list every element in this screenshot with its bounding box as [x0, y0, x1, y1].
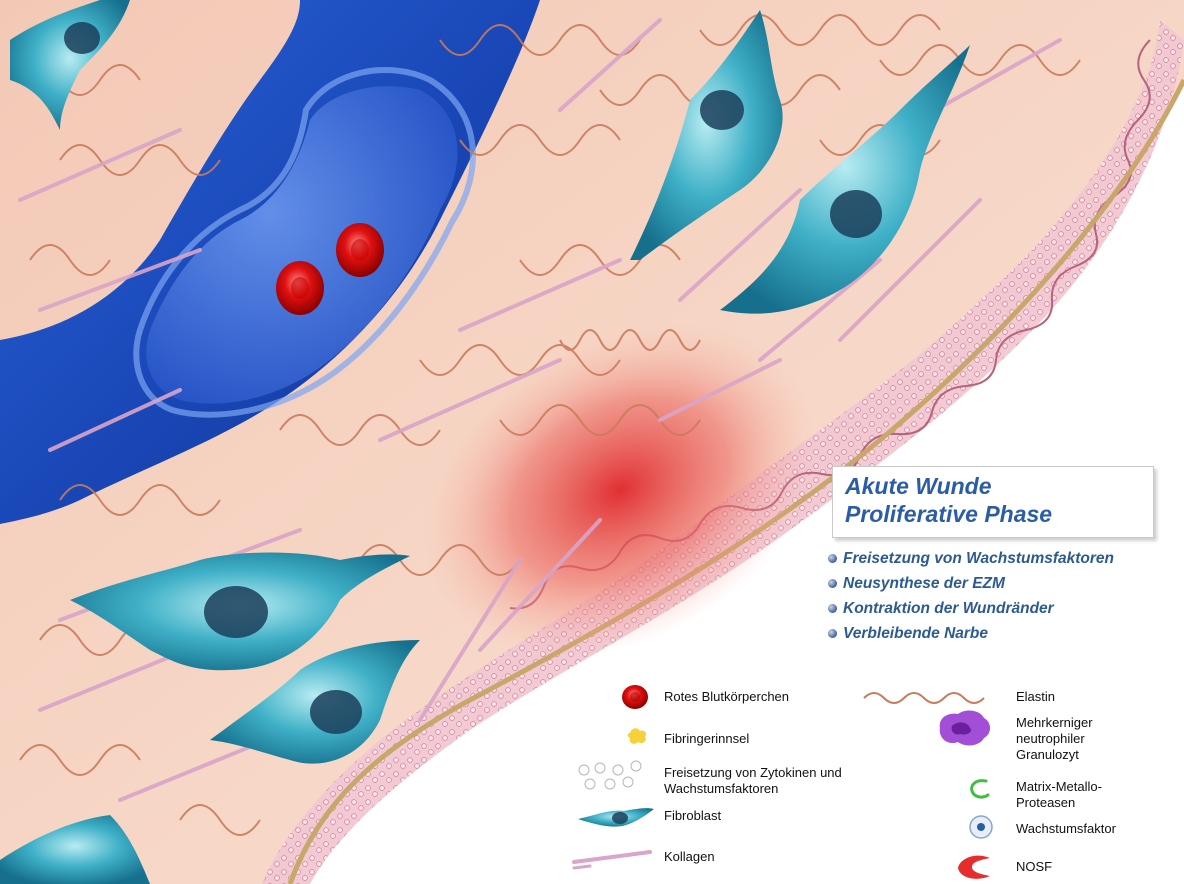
- bullet-text: Verbleibende Narbe: [843, 625, 988, 643]
- title-line-2: Proliferative Phase: [845, 501, 1052, 528]
- bullet-dot-icon: [828, 629, 837, 638]
- bullet-item: Freisetzung von Wachstumsfaktoren: [828, 546, 1180, 571]
- neutrophil-icon: [934, 708, 994, 748]
- growth-factor-icon: [968, 814, 994, 840]
- title-box: Akute Wunde Proliferative Phase: [832, 466, 1154, 538]
- fibroblast-icon: [576, 803, 656, 833]
- mmp-icon: [966, 777, 994, 801]
- legend-label-red-blood-cell: Rotes Blutkörperchen: [664, 689, 789, 705]
- legend-label-growth-factor: Wachstumsfaktor: [1016, 821, 1116, 837]
- bullet-item: Neusynthese der EZM: [828, 571, 1180, 596]
- legend-label-nosf: NOSF: [1016, 859, 1052, 875]
- legend-label-cytokine-release: Freisetzung von Zytokinen und Wachstumsf…: [664, 765, 842, 797]
- title-line-1: Akute Wunde: [845, 473, 992, 500]
- fibrin-clot-icon: [626, 725, 650, 747]
- bullet-text: Kontraktion der Wundränder: [843, 600, 1054, 618]
- bullet-text: Neusynthese der EZM: [843, 575, 1005, 593]
- bullet-item: Verbleibende Narbe: [828, 621, 1180, 646]
- red-blood-cell-icon: [620, 683, 650, 711]
- elastin-icon: [862, 688, 992, 708]
- legend-label-fibroblast: Fibroblast: [664, 808, 721, 824]
- bullet-dot-icon: [828, 604, 837, 613]
- legend-label-collagen: Kollagen: [664, 849, 715, 865]
- legend-label-mmp: Matrix-Metallo- Proteasen: [1016, 779, 1102, 811]
- phase-bullet-list: Freisetzung von Wachstumsfaktoren Neusyn…: [828, 546, 1180, 646]
- bullet-item: Kontraktion der Wundränder: [828, 596, 1180, 621]
- legend-label-neutrophil: Mehrkerniger neutrophiler Granulozyt: [1016, 715, 1093, 763]
- nosf-icon: [954, 852, 994, 882]
- collagen-icon: [570, 846, 654, 870]
- bullet-dot-icon: [828, 579, 837, 588]
- bullet-text: Freisetzung von Wachstumsfaktoren: [843, 550, 1114, 568]
- legend-label-elastin: Elastin: [1016, 689, 1055, 705]
- legend-label-fibrin-clot: Fibringerinnsel: [664, 731, 749, 747]
- cytokine-release-icon: [576, 760, 656, 794]
- bullet-dot-icon: [828, 554, 837, 563]
